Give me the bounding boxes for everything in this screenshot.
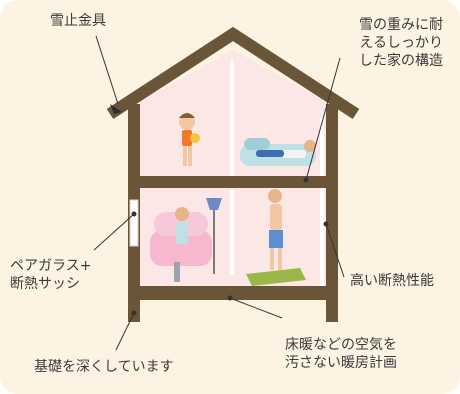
label-glass: ペアガラス+ 断熱サッシ [10, 258, 92, 292]
pair-glass-window [129, 199, 139, 247]
label-insulation: 高い断熱性能 [350, 273, 434, 289]
attic-partition [230, 60, 234, 178]
label-foundation: 基礎を深くしています [34, 359, 174, 375]
leader-snow-bracket [95, 35, 119, 105]
label-floor-heating: 床暖などの空気を 汚さない暖房計画 [285, 337, 397, 371]
right-wall [326, 104, 338, 322]
ground-slab [128, 294, 338, 300]
standing-figure [246, 189, 306, 286]
leader-insulation [325, 223, 345, 278]
leader-glass [93, 213, 135, 251]
label-structure: 雪の重みに耐 えるしっかり した家の構造 [359, 17, 443, 69]
leader-structure [305, 57, 341, 181]
second-floor [140, 176, 326, 188]
child-figure [179, 113, 200, 166]
roof [106, 26, 360, 120]
leader-foundation [115, 312, 135, 351]
floor-lamp [206, 198, 222, 274]
lounging-figure [240, 138, 316, 166]
label-snow-bracket: 雪止金具 [50, 13, 106, 29]
floor-heating [140, 286, 326, 294]
insulation-layer [320, 118, 324, 288]
snow-stop-bracket [110, 104, 122, 114]
ground-partition [230, 190, 234, 275]
foundation-right [326, 300, 338, 322]
leader-floor-heating [229, 297, 283, 319]
sofa-figure [150, 207, 212, 282]
